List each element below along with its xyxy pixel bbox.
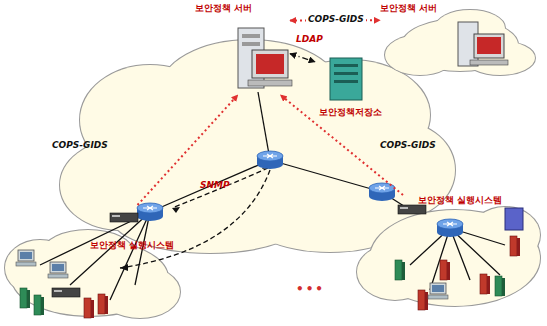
free-label: ••• <box>296 284 325 295</box>
edge-label: COPS-GIDS <box>306 14 366 25</box>
node-label: 보안정책 실행시스템 <box>90 240 174 251</box>
server-node: 보안정책 실행시스템 <box>90 205 185 251</box>
node-label: 보안정책 서버 <box>380 3 437 14</box>
edge-label: LDAP <box>296 34 323 45</box>
node-label: 보안정책 실행시스템 <box>418 195 502 206</box>
policy-connector <box>290 54 315 62</box>
server-node: 보안정책저장소 <box>315 52 385 118</box>
policy-connector <box>138 95 238 205</box>
node-label: 보안정책 서버 <box>195 3 252 14</box>
server-node: 보안정책 서버 <box>380 3 525 75</box>
free-label: SNMP <box>200 180 230 191</box>
edge-label: COPS-GIDS <box>52 140 108 151</box>
server-node: 보안정책 실행시스템 <box>392 195 502 231</box>
node-label: 보안정책저장소 <box>319 107 382 118</box>
server-node: 보안정책 서버 <box>195 3 290 95</box>
edge-label: COPS-GIDS <box>380 140 436 151</box>
